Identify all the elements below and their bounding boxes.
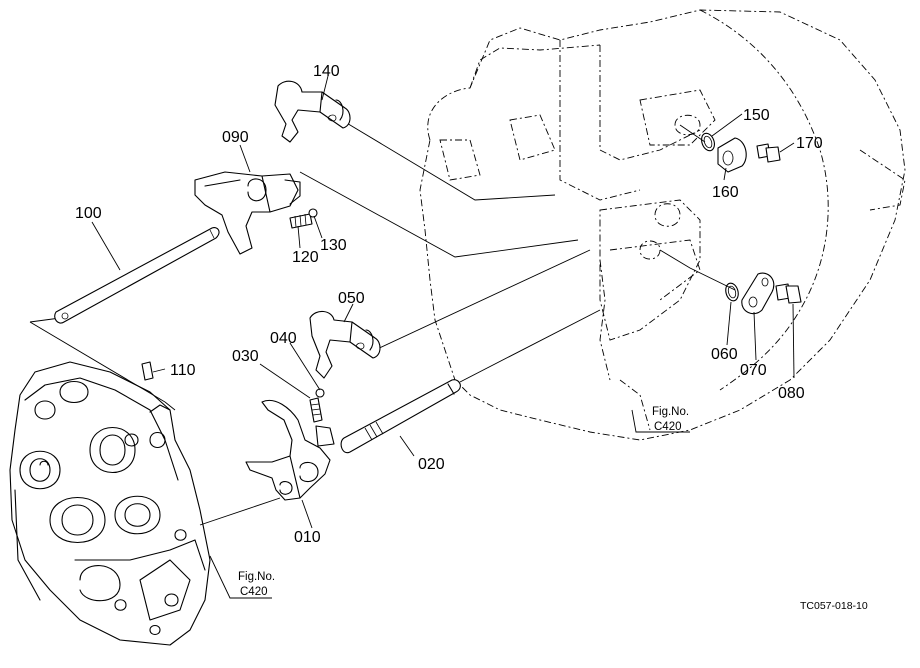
figure-ref-left-number[interactable]: C420 [240, 586, 268, 598]
label-070: 070 [740, 362, 767, 379]
part-040-ball-part-030-spring [309, 388, 335, 447]
assembly-lines [29, 121, 736, 526]
label-010: 010 [294, 529, 321, 546]
label-020: 020 [418, 456, 445, 473]
label-050: 050 [338, 290, 365, 307]
part-080-bolt [775, 283, 802, 304]
label-150: 150 [743, 107, 770, 124]
label-140: 140 [313, 63, 340, 80]
part-150-o-ring [701, 132, 715, 152]
label-080: 080 [778, 385, 805, 402]
label-110: 110 [170, 362, 196, 379]
part-170-bolt [756, 143, 781, 163]
part-070-lock-plate [741, 272, 775, 315]
transmission-housing [419, 9, 906, 441]
label-120: 120 [292, 249, 319, 266]
part-060-o-ring [725, 282, 739, 302]
drawing-code: TC057-018-10 [800, 600, 868, 612]
part-labels: 140 090 100 120 130 110 030 040 050 020 … [75, 63, 823, 546]
part-160-plate [717, 137, 747, 173]
label-130: 130 [320, 237, 347, 254]
figure-ref-right-caption: Fig.No. [652, 406, 689, 418]
part-120-spring-part-130-ball [289, 208, 318, 229]
figure-ref-left-caption: Fig.No. [238, 571, 275, 583]
label-170: 170 [796, 135, 823, 152]
part-090-shift-fork [194, 171, 301, 255]
label-030: 030 [232, 348, 259, 365]
front-case [9, 361, 211, 646]
part-050-shift-lever [309, 310, 381, 379]
label-090: 090 [222, 129, 249, 146]
part-140-shift-lever [274, 80, 351, 143]
figure-ref-right-number[interactable]: C420 [654, 421, 682, 433]
figure-ref-left[interactable]: Fig.No. C420 [238, 571, 275, 598]
figure-ref-right[interactable]: Fig.No. C420 [652, 406, 689, 433]
label-160: 160 [712, 184, 739, 201]
part-110-pin [141, 361, 154, 381]
label-100: 100 [75, 205, 102, 222]
part-010-shift-fork [245, 400, 331, 501]
label-060: 060 [711, 346, 738, 363]
part-020-fork-shaft [340, 379, 461, 454]
label-040: 040 [270, 330, 297, 347]
callout-leaders [91, 75, 795, 599]
part-100-fork-shaft [54, 227, 220, 324]
